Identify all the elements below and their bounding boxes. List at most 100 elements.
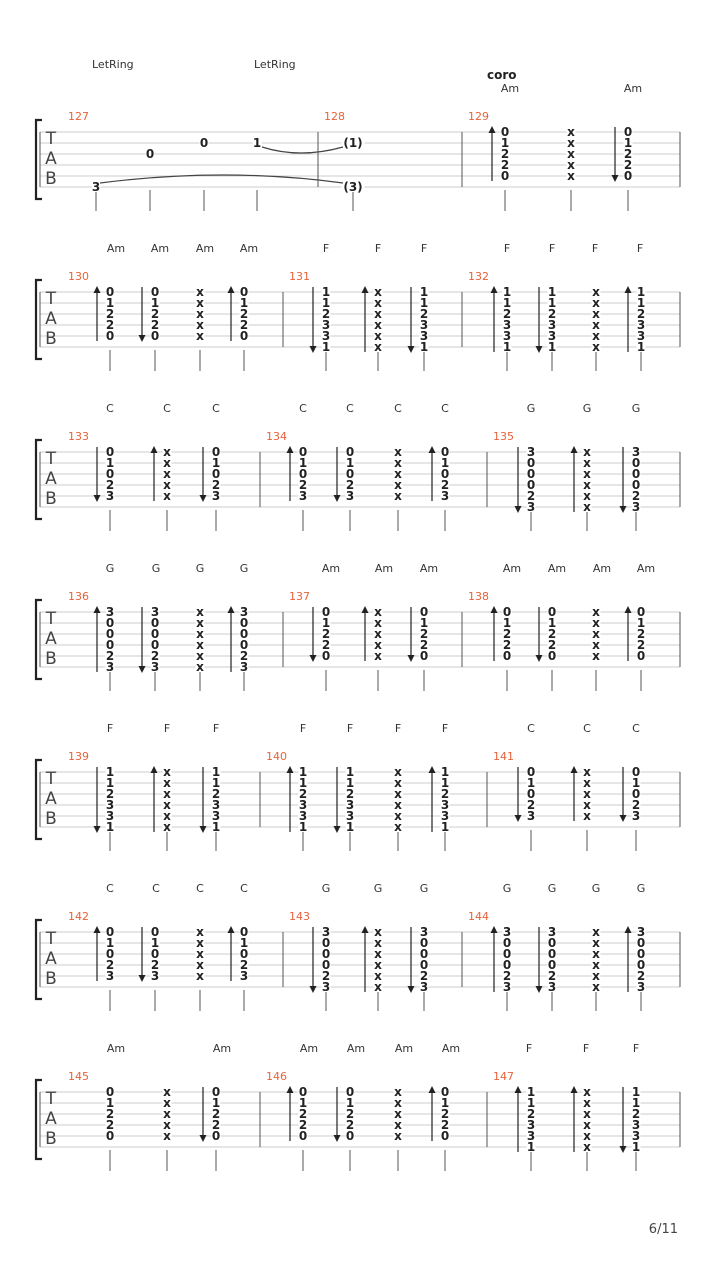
fret-number: 1: [503, 285, 511, 299]
muted-note: x: [196, 296, 204, 310]
fret-number: 3: [548, 318, 556, 332]
chord-name: C: [152, 882, 160, 895]
strum-down-arrow-icon: [138, 335, 146, 342]
muted-note: x: [583, 776, 591, 790]
fret-number: 1: [420, 340, 428, 354]
muted-note: x: [163, 456, 171, 470]
muted-note: x: [374, 605, 382, 619]
system-bracket: [34, 118, 42, 201]
fret-number: 3: [637, 318, 645, 332]
note-bg: [547, 960, 557, 970]
strum-down-arrow-icon: [309, 986, 317, 993]
fret-number: 1: [299, 776, 307, 790]
fret-number: 1: [548, 340, 556, 354]
chord-name: F: [164, 722, 170, 735]
fret-number: 1: [106, 1096, 114, 1110]
chord-name: Am: [196, 242, 214, 255]
note-bg: [419, 960, 429, 970]
fret-number: 3: [106, 660, 114, 674]
muted-note: x: [163, 489, 171, 503]
note-bg: [636, 651, 646, 661]
fret-number: 2: [637, 307, 645, 321]
fret-number: 1: [441, 765, 449, 779]
note-bg: [419, 982, 429, 992]
tab-clef-letter: T: [45, 1089, 57, 1109]
fret-number: 2: [503, 307, 511, 321]
fret-number: 2: [346, 1118, 354, 1132]
note-bg: [631, 800, 641, 810]
chord-name: Am: [420, 562, 438, 575]
fret-number: 2: [346, 787, 354, 801]
fret-number: 2: [299, 478, 307, 492]
strum-up-arrow-icon: [361, 926, 369, 933]
fret-number: 0: [322, 936, 330, 950]
chord-name: C: [527, 722, 535, 735]
note-bg: [373, 971, 383, 981]
tab-clef-letter: A: [45, 629, 57, 649]
note-bg: [162, 1098, 172, 1108]
note-bg: [321, 651, 331, 661]
note-bg: [631, 469, 641, 479]
fret-number: 1: [240, 296, 248, 310]
fret-number: 0: [632, 765, 640, 779]
note-bg: [582, 1120, 592, 1130]
muted-note: x: [592, 936, 600, 950]
fret-number: 3: [420, 318, 428, 332]
muted-note: x: [394, 809, 402, 823]
muted-note: x: [374, 947, 382, 961]
strum-down-arrow-icon: [407, 655, 415, 662]
note-bg: [162, 800, 172, 810]
fret-number: 0: [322, 649, 330, 663]
fret-number: 3: [503, 318, 511, 332]
note-bg: [582, 1109, 592, 1119]
strum-up-arrow-icon: [514, 1086, 522, 1093]
fret-number: 3: [299, 798, 307, 812]
fret-number: 2: [548, 969, 556, 983]
fret-number: 1: [106, 820, 114, 834]
note-bg: [393, 458, 403, 468]
fret-number: 3: [632, 445, 640, 459]
note-bg: [345, 811, 355, 821]
note-bg: [105, 971, 115, 981]
fret-number: 0: [151, 925, 159, 939]
note-bg: [195, 309, 205, 319]
fret-number: 3: [637, 980, 645, 994]
note-bg: [591, 320, 601, 330]
muted-note: x: [196, 936, 204, 950]
fret-number: 0: [106, 1085, 114, 1099]
note-bg: [195, 629, 205, 639]
note-bg: [547, 342, 557, 352]
chord-name: C: [163, 402, 171, 415]
fret-number: 0: [420, 958, 428, 972]
note-bg: [105, 480, 115, 490]
fret-number: 1: [441, 1096, 449, 1110]
fret-number: 2: [106, 1118, 114, 1132]
note-bg: [150, 629, 160, 639]
fret-number: 1: [637, 616, 645, 630]
fret-number: 2: [322, 969, 330, 983]
fret-number: 1: [632, 1096, 640, 1110]
note-bg: [591, 309, 601, 319]
muted-note: x: [163, 1096, 171, 1110]
note-bg: [393, 767, 403, 777]
fret-number: 0: [240, 285, 248, 299]
note-bg: [373, 960, 383, 970]
note-bg: [105, 447, 115, 457]
note-bg: [393, 778, 403, 788]
note-bg: [345, 800, 355, 810]
note-bg: [373, 982, 383, 992]
note-bg: [105, 789, 115, 799]
muted-note: x: [374, 296, 382, 310]
note-bg: [591, 331, 601, 341]
fret-number: 2: [106, 307, 114, 321]
note-bg: [582, 1131, 592, 1141]
tab-system: [34, 918, 681, 1011]
muted-note: x: [583, 798, 591, 812]
fret-number: 0: [212, 467, 220, 481]
note-bg: [321, 927, 331, 937]
fret-number: 3: [346, 489, 354, 503]
fret-number: 1: [106, 765, 114, 779]
strum-down-arrow-icon: [535, 986, 543, 993]
note-bg: [440, 789, 450, 799]
muted-note: x: [196, 627, 204, 641]
